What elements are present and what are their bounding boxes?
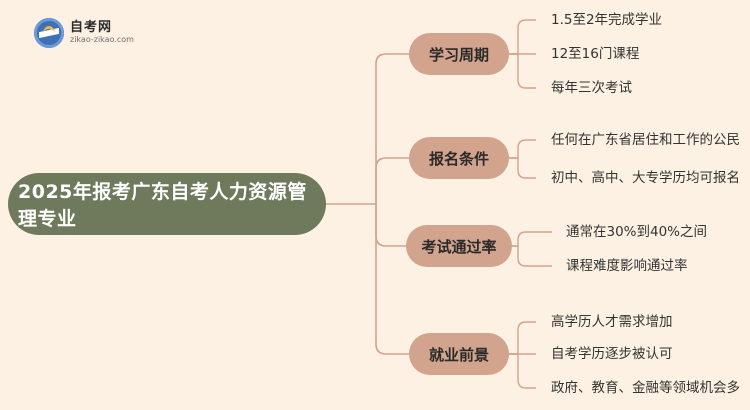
leaf-connector-2-1: [509, 245, 552, 267]
branch-connector-1: [375, 157, 409, 204]
branch-requirements: 报名条件: [409, 137, 509, 179]
logo-title: 自考网: [70, 20, 113, 36]
leaf-career-2: 政府、教育、金融等领域机会多: [551, 380, 740, 396]
leaf-study-period-1: 12至16门课程: [551, 46, 640, 62]
graduation-cap-icon: [34, 18, 64, 48]
branch-connector-0: [375, 53, 409, 204]
leaf-connector-0-2: [509, 53, 536, 89]
leaf-career-1: 自考学历逐步被认可: [551, 346, 673, 362]
site-logo: 自考网 zikao-zikao.com: [34, 18, 134, 48]
leaf-pass-rate-0: 通常在30%到40%之间: [566, 224, 708, 240]
branch-study-period: 学习周期: [409, 33, 509, 75]
leaf-connector-3-2: [509, 353, 536, 389]
logo-url: zikao-zikao.com: [70, 34, 134, 44]
leaf-career-0: 高学历人才需求增加: [551, 314, 673, 330]
leaf-connector-0-0: [509, 19, 536, 55]
leaf-study-period-2: 每年三次考试: [551, 80, 632, 96]
branch-pass-rate: 考试通过率: [406, 225, 512, 267]
branch-connector-3: [375, 204, 409, 355]
leaf-pass-rate-1: 课程难度影响通过率: [566, 258, 688, 274]
leaf-requirements-0: 任何在广东省居住和工作的公民: [551, 132, 740, 148]
leaf-connector-2-0: [509, 231, 552, 247]
leaf-connector-1-0: [509, 139, 536, 159]
branch-connector-2: [375, 204, 409, 247]
root-node: 2025年报考广东自考人力资源管理专业: [8, 173, 326, 235]
branch-career-prospects: 就业前景: [409, 333, 509, 375]
leaf-connector-3-0: [509, 321, 536, 355]
leaf-study-period-0: 1.5至2年完成学业: [551, 12, 663, 28]
leaf-requirements-1: 初中、高中、大专学历均可报名: [551, 170, 740, 186]
leaf-connector-1-1: [509, 157, 536, 179]
